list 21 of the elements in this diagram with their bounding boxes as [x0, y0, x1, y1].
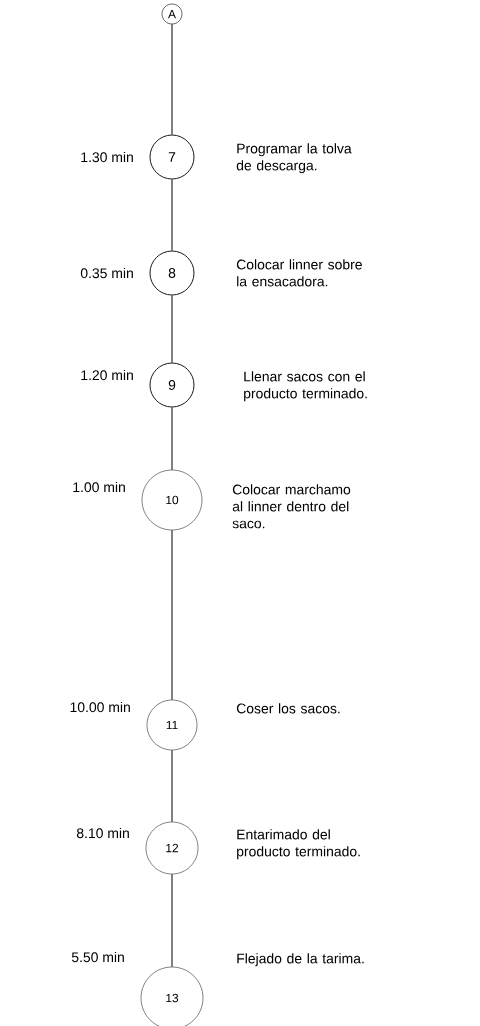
- step-description: Programar la tolva de descarga.: [236, 143, 352, 174]
- duration-label: 1.30 min: [81, 151, 133, 163]
- step-description: Llenar sacos con el producto terminado.: [244, 371, 367, 402]
- step-description: Colocar linner sobre la ensacadora.: [236, 259, 362, 287]
- step-description: Flejado de la tarima.: [237, 953, 364, 967]
- connecting-line: [171, 178, 173, 252]
- connecting-line: [171, 529, 173, 701]
- step-description: Coser los sacos.: [236, 703, 340, 714]
- duration-label: 10.00 min: [70, 701, 130, 713]
- duration-label: 8.10 min: [76, 827, 129, 839]
- connecting-line: [171, 873, 173, 968]
- duration-label: 0.35 min: [80, 267, 133, 279]
- duration-label: 5.50 min: [71, 951, 124, 963]
- connecting-line: [171, 294, 173, 364]
- connecting-line: [171, 23, 173, 136]
- connecting-line: [171, 749, 173, 823]
- duration-label: 1.00 min: [73, 481, 125, 493]
- step-description: Colocar marchamo al linner dentro del saco.: [232, 484, 351, 529]
- connecting-line: [171, 406, 173, 471]
- duration-label: 1.20 min: [81, 369, 133, 381]
- step-description: Entarimado del producto terminado.: [237, 829, 360, 860]
